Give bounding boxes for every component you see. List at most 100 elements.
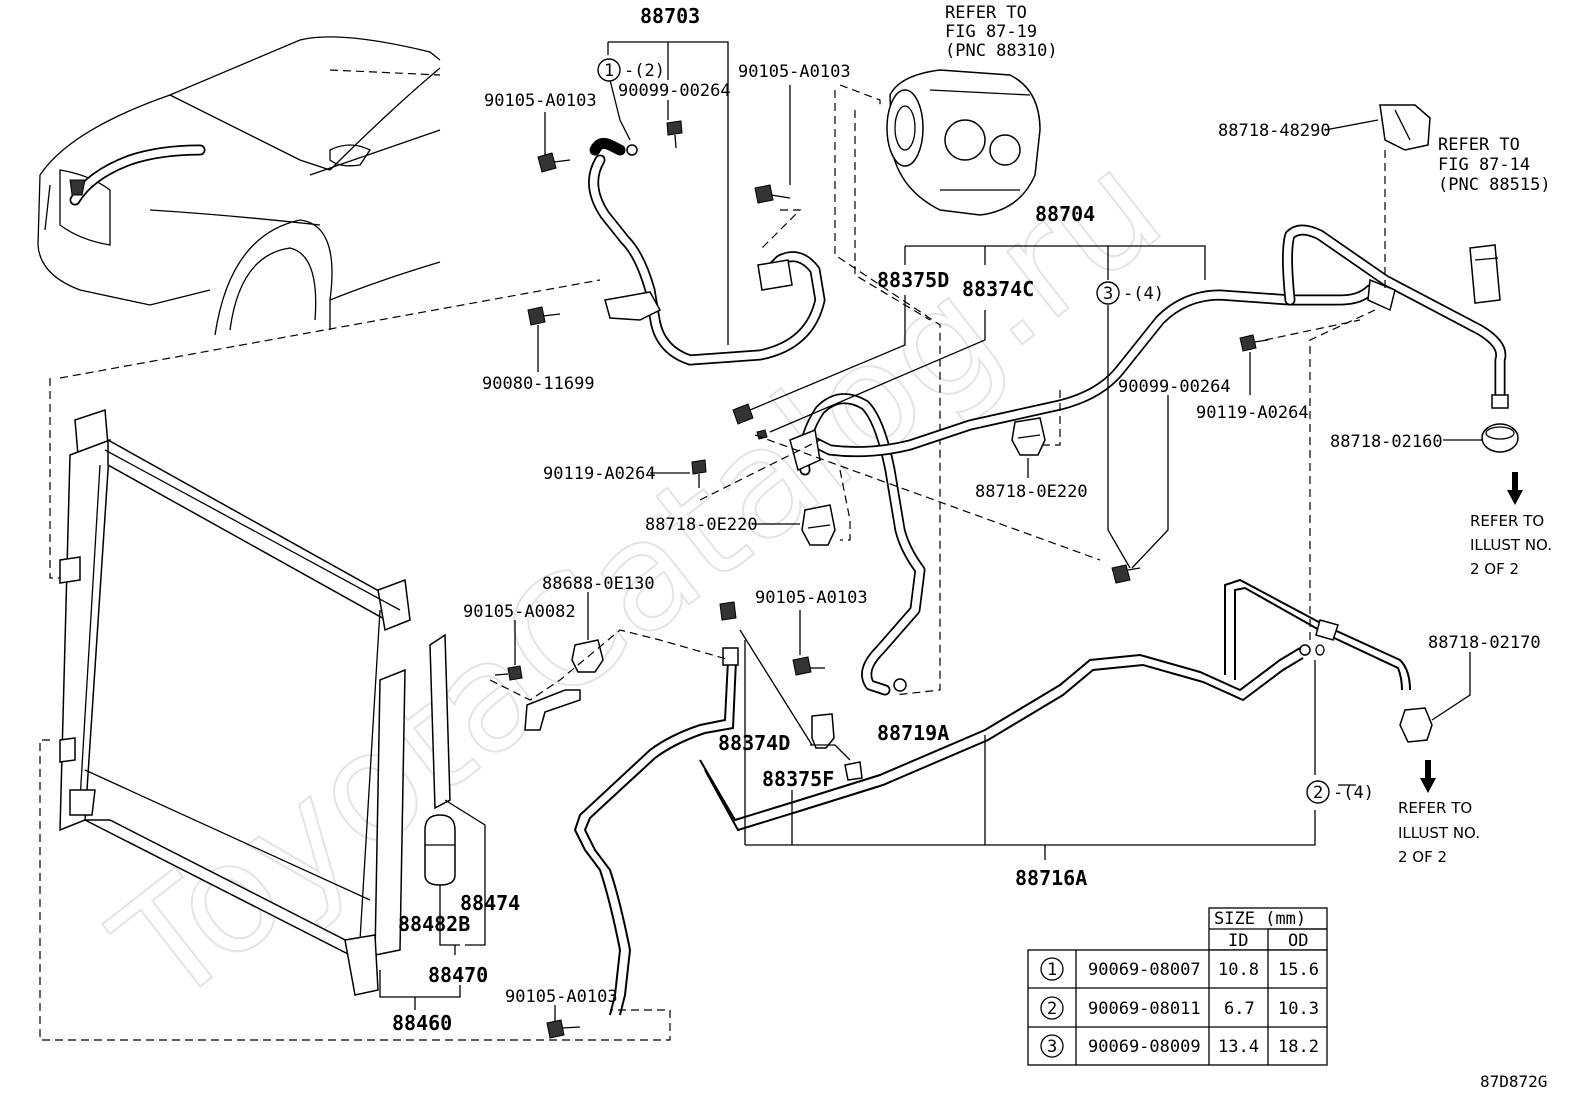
row-od: 18.2 (1278, 1037, 1319, 1057)
bolt-90105-a0103-bottom (546, 1019, 581, 1039)
label-88470: 88470 (428, 963, 488, 987)
label-88718-0e220-left: 88718-0E220 (645, 515, 758, 535)
bolt-90105-a0082 (494, 665, 523, 681)
label-88718-48290: 88718-48290 (1218, 121, 1331, 141)
bracket-88718-48290 (1379, 104, 1431, 151)
sensor-88719a (811, 713, 835, 749)
size-table-row: 3 90069-08009 13.4 18.2 (1040, 1034, 1319, 1058)
arrow-down-icon (1507, 472, 1523, 505)
label-90105-a0103-mid: 90105-A0103 (738, 62, 851, 82)
clip-88718-0e220-left (801, 504, 836, 546)
label-88374d: 88374D (718, 731, 790, 755)
size-table-col-id: ID (1228, 931, 1248, 951)
bolt-90080-11699 (527, 306, 561, 326)
refer-illust-2-line2: ILLUST NO. (1398, 824, 1480, 842)
label-88703: 88703 (640, 4, 700, 28)
label-88374c: 88374C (962, 277, 1034, 301)
row-key: 3 (1047, 1037, 1057, 1057)
callout-number: 1 (604, 61, 614, 81)
refer-illust-1-line2: ILLUST NO. (1470, 536, 1552, 554)
pipe-88704 (789, 224, 1509, 696)
bolt-90119-a0264-left (691, 459, 707, 488)
size-table-row: 2 90069-08011 6.7 10.3 (1040, 996, 1319, 1020)
refer-illust-1-line1: REFER TO (1470, 512, 1544, 530)
label-90105-a0103-low: 90105-A0103 (755, 588, 868, 608)
label-90119-a0264-left: 90119-A0264 (543, 464, 656, 484)
callout-qty: -(2) (624, 61, 665, 81)
callout-qty: -(4) (1333, 783, 1374, 803)
bolt-90099-00264-right (1111, 564, 1141, 584)
row-od: 15.6 (1278, 960, 1319, 980)
label-88482b: 88482B (398, 912, 470, 936)
row-id: 6.7 (1224, 999, 1255, 1019)
refer-compressor-line3: (PNC 88310) (945, 41, 1058, 61)
callout-number: 2 (1313, 783, 1323, 803)
part-88515 (1469, 244, 1501, 304)
size-table-title: SIZE (mm) (1214, 909, 1306, 929)
refer-8714-line3: (PNC 88515) (1438, 175, 1551, 195)
label-88375f: 88375F (762, 767, 834, 791)
label-90099-00264-top: 90099-00264 (618, 81, 731, 101)
label-88718-0e220-right: 88718-0E220 (975, 482, 1088, 502)
refer-illust-2-line1: REFER TO (1398, 799, 1472, 817)
label-88716a: 88716A (1015, 866, 1087, 890)
row-id: 10.8 (1218, 960, 1259, 980)
refer-8714-line1: REFER TO (1438, 135, 1520, 155)
row-part: 90069-08007 (1088, 960, 1201, 980)
size-table-col-od: OD (1288, 931, 1308, 951)
label-88375d: 88375D (877, 268, 949, 292)
refer-compressor-line1: REFER TO (945, 3, 1027, 23)
condenser-88460 (59, 408, 411, 996)
clamp-88718-02170 (1399, 707, 1433, 743)
bolt-90105-a0103-mid (754, 184, 791, 204)
row-part: 90069-08011 (1088, 999, 1201, 1019)
pipe-88703 (588, 137, 826, 366)
label-90119-a0264-right: 90119-A0264 (1196, 403, 1309, 423)
label-88718-02160: 88718-02160 (1330, 432, 1443, 452)
label-88688-0e130: 88688-0E130 (542, 574, 655, 594)
label-90105-a0103-bottom: 90105-A0103 (505, 987, 618, 1007)
cap-88375d (732, 403, 754, 425)
row-part: 90069-08009 (1088, 1037, 1201, 1057)
callout-circle-2: 2 -(4) (1306, 780, 1374, 804)
label-88474: 88474 (460, 891, 520, 915)
bolt-90099-00264-top (666, 120, 683, 149)
valve-88374d (719, 601, 739, 666)
leader-lines (379, 41, 1482, 1022)
size-table: SIZE (mm) ID OD 1 90069-08007 10.8 15.6 … (1027, 907, 1328, 1066)
refer-8714-line2: FIG 87-14 (1438, 155, 1530, 175)
size-table-row: 1 90069-08007 10.8 15.6 (1040, 957, 1319, 981)
callout-number: 3 (1103, 284, 1113, 304)
clip-88718-0e220-right (1011, 417, 1046, 456)
row-key: 2 (1047, 999, 1057, 1019)
refer-illust-2-line3: 2 OF 2 (1398, 848, 1447, 866)
bolt-90105-a0103-low (792, 656, 825, 676)
label-90105-a0082: 90105-A0082 (463, 602, 576, 622)
bracket-88688-0e130 (524, 639, 604, 731)
compressor (886, 69, 1041, 216)
row-id: 13.4 (1218, 1037, 1259, 1057)
label-90080-11699: 90080-11699 (482, 374, 595, 394)
arrow-down-icon (1420, 760, 1436, 793)
label-88718-02170: 88718-02170 (1428, 633, 1541, 653)
callout-circle-1: 1 -(2) (597, 58, 665, 82)
figure-code: 87D872G (1480, 1072, 1547, 1091)
refer-illust-1-line3: 2 OF 2 (1470, 560, 1519, 578)
label-88704: 88704 (1035, 202, 1095, 226)
bolt-90105-a0103-top (537, 152, 571, 173)
label-88460: 88460 (392, 1011, 452, 1035)
part-labels: 88703 90105-A0103 90099-00264 90105-A010… (392, 3, 1552, 1035)
callout-qty: -(4) (1123, 284, 1164, 304)
clamp-88718-02160 (1481, 423, 1519, 453)
refer-compressor-line2: FIG 87-19 (945, 22, 1037, 42)
label-90099-00264-right: 90099-00264 (1118, 377, 1231, 397)
receiver-88470 (424, 633, 456, 886)
car-illustration (37, 36, 441, 336)
row-key: 1 (1047, 960, 1057, 980)
bolt-90119-a0264-right (1239, 334, 1269, 352)
label-88719a: 88719A (877, 721, 949, 745)
label-90105-a0103-top: 90105-A0103 (484, 91, 597, 111)
callout-circle-3: 3 -(4) (1096, 281, 1164, 305)
row-od: 10.3 (1278, 999, 1319, 1019)
